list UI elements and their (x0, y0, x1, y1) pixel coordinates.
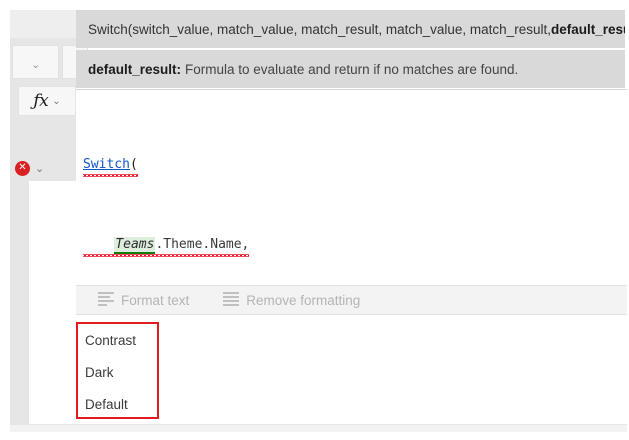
left-gutter-header (10, 10, 76, 38)
code-line-1-squiggle: Switch( (83, 155, 138, 177)
code-line-2: Teams.Theme.Name, (83, 235, 263, 255)
suggestion-item-contrast[interactable]: Contrast (85, 332, 137, 348)
formula-editor[interactable]: Switch( Teams.Theme.Name, TeamsTheme.Def… (76, 89, 627, 284)
error-icon: ✕ (15, 160, 30, 176)
signature-active-param: default_result (550, 21, 625, 37)
window-chrome-left (0, 0, 10, 440)
token-function-switch: Switch (83, 157, 130, 172)
bottom-canvas-area (76, 315, 627, 425)
token-teams-object: Teams (114, 237, 156, 254)
remove-formatting-label: Remove formatting (246, 292, 361, 308)
remove-formatting-button[interactable]: Remove formatting (213, 286, 370, 314)
left-canvas-area (29, 181, 76, 430)
window-chrome-top (0, 0, 629, 10)
chevron-down-icon: ⌄ (31, 58, 41, 71)
fx-icon: ƒx (33, 91, 49, 111)
intellisense-suggestion-list[interactable]: Contrast Dark Default (76, 322, 159, 419)
parameter-name-label: default_result: (88, 61, 182, 77)
parameter-description-text: Formula to evaluate and return if no mat… (185, 61, 519, 77)
format-text-button[interactable]: Format text (88, 286, 199, 314)
formula-format-toolbar: Format text Remove formatting (76, 285, 627, 315)
property-selector-dropdown[interactable]: ⌄ (12, 45, 59, 79)
suggestion-item-dark[interactable]: Dark (85, 364, 114, 380)
suggestion-item-default[interactable]: Default (85, 396, 128, 412)
chevron-down-icon: ⌄ (52, 95, 61, 107)
function-signature-tooltip: Switch(switch_value, match_value, match_… (76, 10, 625, 48)
code-line-2-squiggle: Teams.Theme.Name, (83, 235, 250, 257)
signature-prefix: Switch(switch_value, match_value, match_… (88, 21, 551, 37)
formula-code[interactable]: Switch( Teams.Theme.Name, TeamsTheme.Def… (83, 95, 263, 284)
error-indicator-row[interactable]: ✕ ⌄ (10, 155, 76, 181)
format-text-icon (98, 292, 114, 308)
chevron-down-icon[interactable]: ⌄ (35, 161, 45, 175)
window-chrome-right (627, 0, 629, 440)
remove-formatting-icon (223, 292, 240, 308)
parameter-description-tooltip: default_result: Formula to evaluate and … (76, 50, 625, 88)
format-text-label: Format text (121, 292, 190, 308)
fx-button[interactable]: ƒx ⌄ (18, 86, 76, 116)
code-line-1: Switch( (83, 155, 263, 175)
token-theme-name-path: .Theme.Name, (155, 237, 250, 252)
token-open-paren: ( (129, 157, 138, 172)
bottom-status-strip (10, 424, 627, 432)
